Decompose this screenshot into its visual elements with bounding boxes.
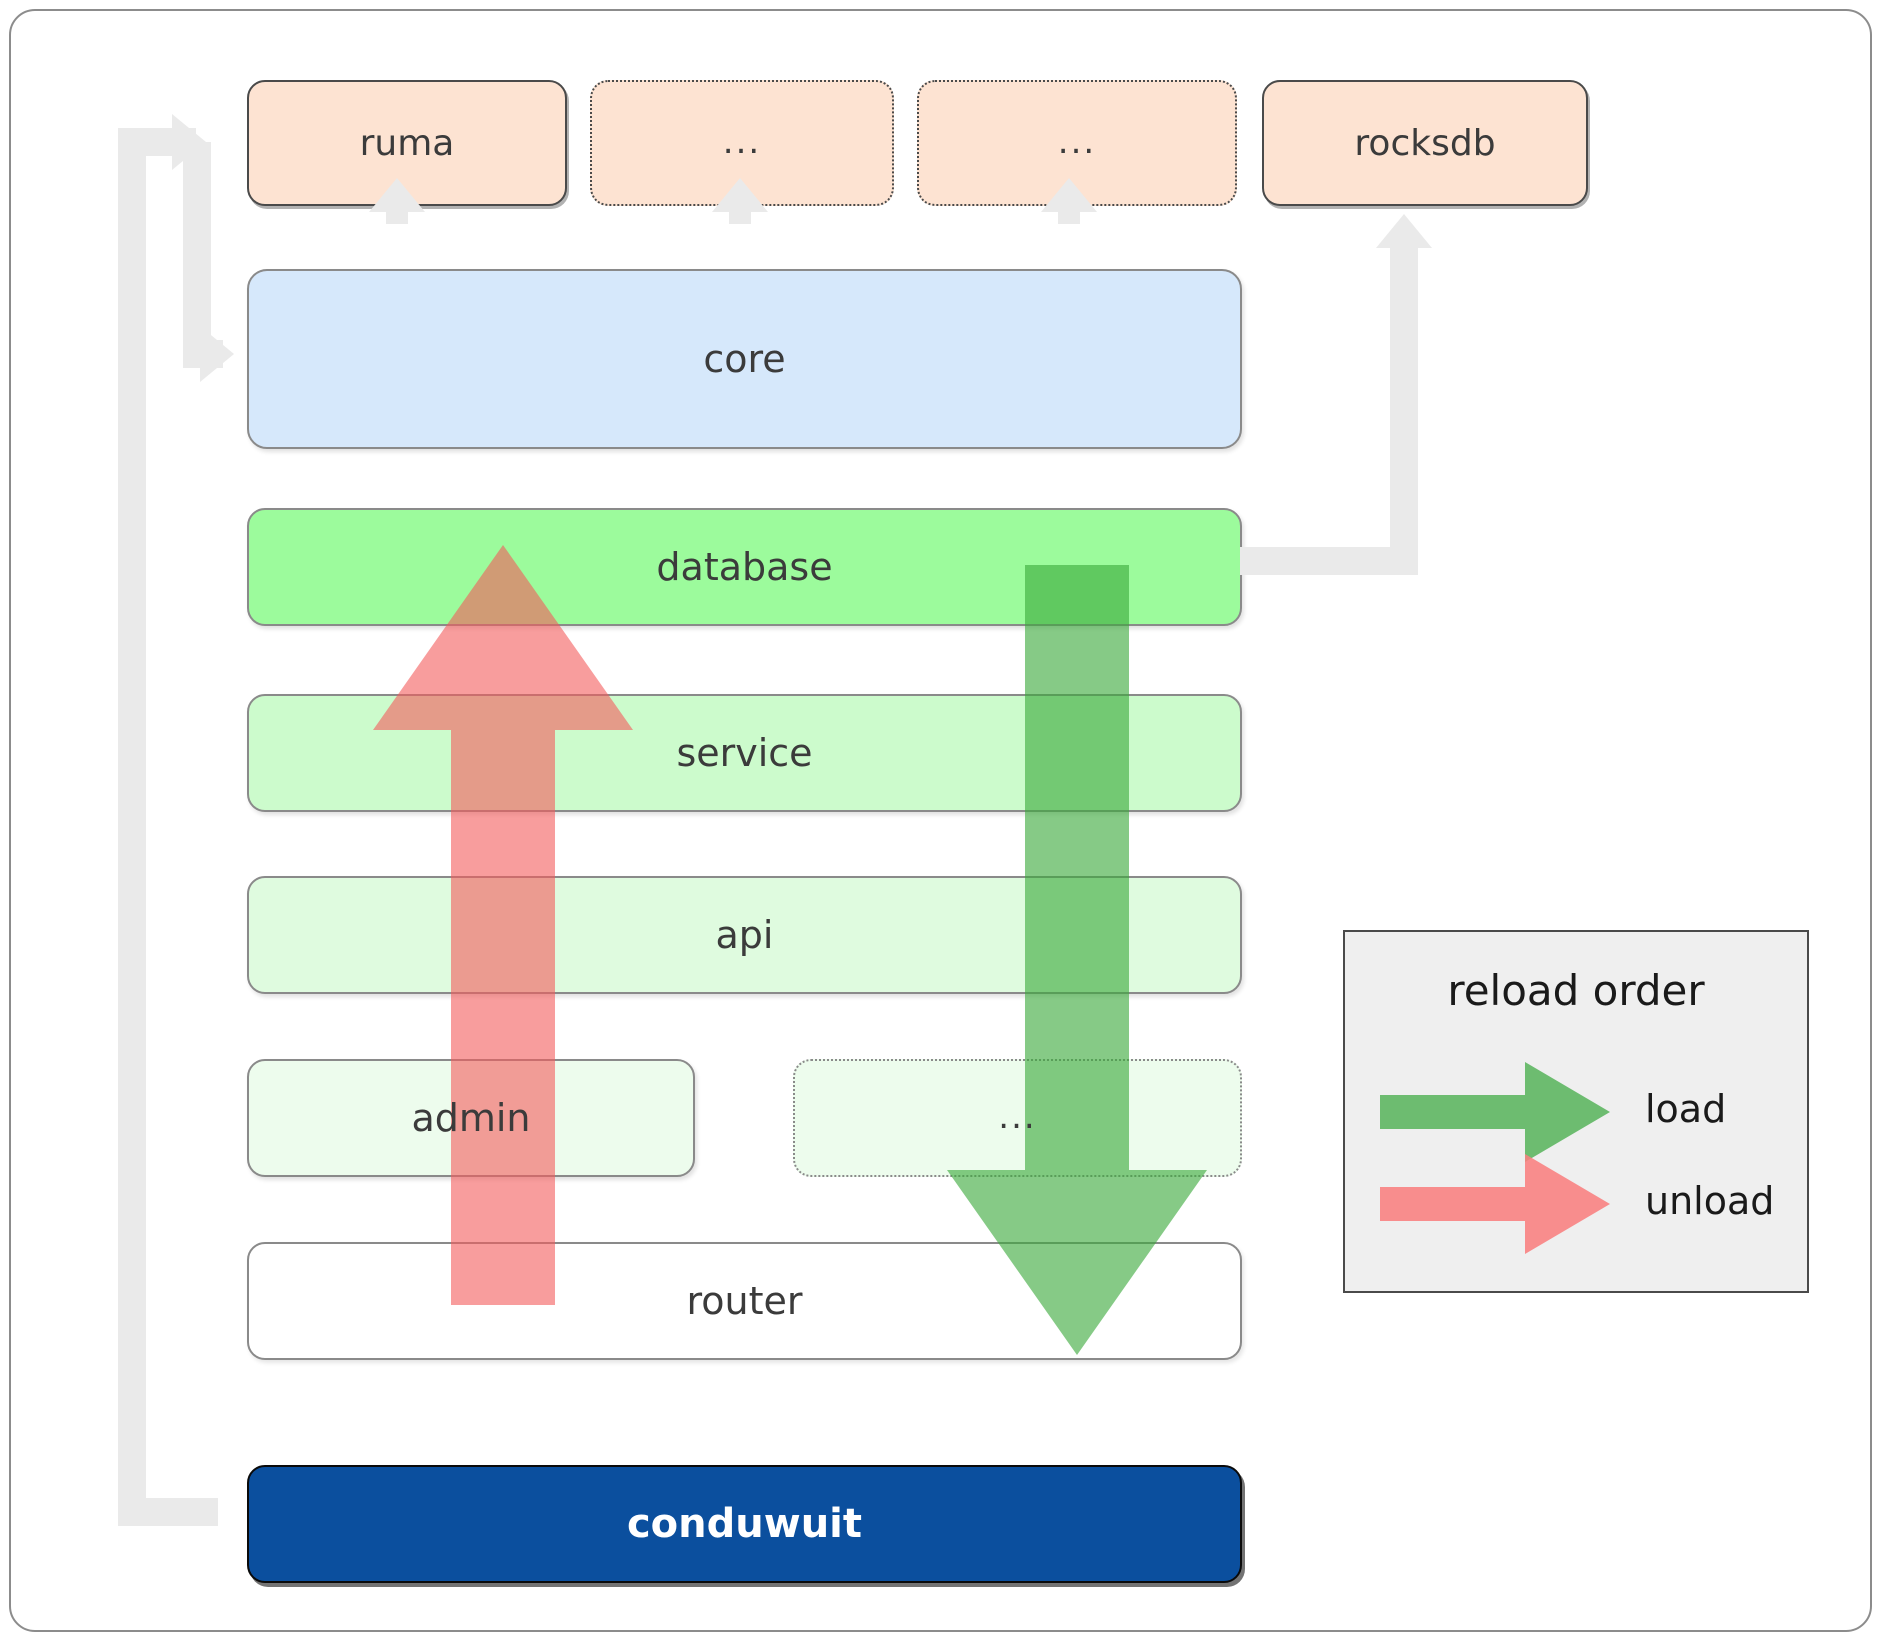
layer-box-service[interactable]: service [247, 694, 1242, 812]
layer-label-router: router [686, 1279, 803, 1323]
dependency-label-1: ... [722, 122, 762, 163]
connector-arrowhead-core-to-ruma [369, 178, 425, 212]
legend-load-arrow-icon [1380, 1062, 1610, 1162]
layer-label-admin: admin [411, 1096, 531, 1140]
legend-unload-arrow-icon [1380, 1154, 1610, 1254]
layer-box-admin[interactable]: admin [247, 1059, 695, 1177]
dependency-label-ruma: ruma [359, 122, 455, 164]
legend-title: reload order [1447, 966, 1705, 1015]
legend-label-load: load [1645, 1087, 1727, 1131]
layer-label-core: core [703, 337, 786, 381]
dependency-box-2[interactable]: ... [917, 80, 1237, 206]
layer-label-service: service [676, 731, 813, 775]
legend-label-unload: unload [1645, 1179, 1775, 1223]
connector-database-to-rocksdb-vertical [1390, 248, 1418, 547]
connector-arrowhead-core-to-dep2 [1041, 178, 1097, 212]
layer-box-database[interactable]: database [247, 508, 1242, 626]
layer-box-api[interactable]: api [247, 876, 1242, 994]
connector-database-to-rocksdb-horizontal [1240, 547, 1418, 575]
binary-label-conduwuit: conduwuit [626, 1501, 863, 1547]
layer-box-ellipsis[interactable]: ... [793, 1059, 1242, 1177]
binary-box-conduwuit[interactable]: conduwuit [247, 1465, 1242, 1583]
dependency-label-2: ... [1057, 122, 1097, 163]
dependency-label-rocksdb: rocksdb [1354, 122, 1496, 164]
connector-arrowhead-core-to-dep1 [712, 178, 768, 212]
dependency-box-rocksdb[interactable]: rocksdb [1262, 80, 1588, 206]
connector-conduwuit-trunk-vertical [118, 128, 146, 1526]
layer-box-core[interactable]: core [247, 269, 1242, 449]
diagram-outer-frame [9, 9, 1872, 1632]
connector-branch-core-vertical [183, 142, 211, 354]
connector-arrowhead-rocksdb [1376, 214, 1432, 248]
connector-arrowhead-core [200, 326, 234, 382]
layer-label-api: api [715, 913, 774, 957]
layer-box-router[interactable]: router [247, 1242, 1242, 1360]
layer-label-database: database [656, 545, 833, 589]
layer-label-ellipsis: ... [998, 1097, 1037, 1138]
legend-panel: reload order load unload [1343, 930, 1809, 1293]
